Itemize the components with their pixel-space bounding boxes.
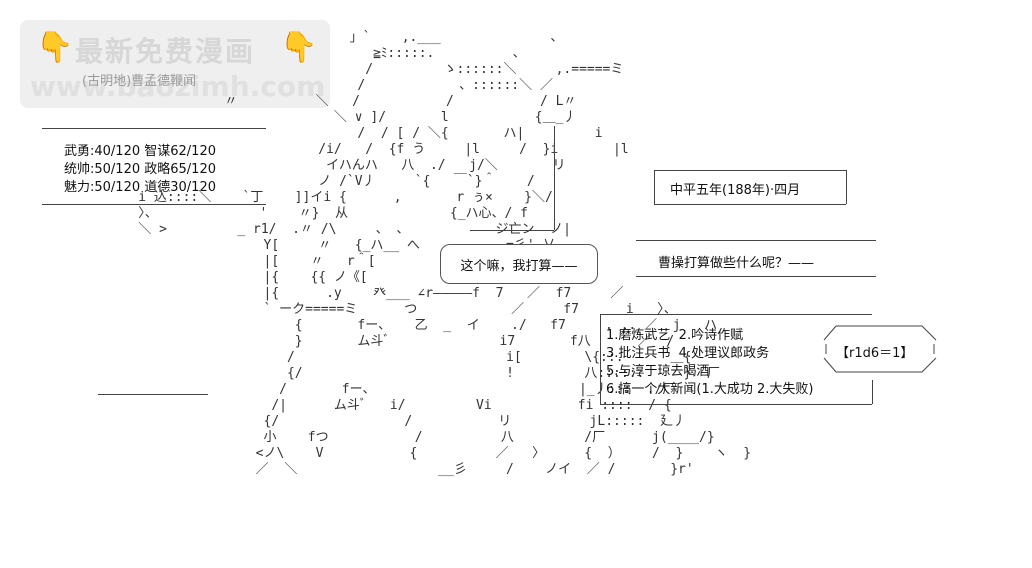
date-label: 中平五年(188年)·四月: [670, 183, 801, 198]
ascii-art-line: {/ / リ jL::::: 廴丿: [60, 414, 686, 429]
ascii-art-line: / 、::::::＼ ／: [60, 78, 553, 93]
ascii-art-line: イハんハ 八 ./ j/＼ リ: [60, 158, 566, 173]
ascii-art-line: i 込::::＼ `丁 ]]イi { , r ぅ× }＼/: [60, 190, 553, 205]
divider: [600, 404, 872, 405]
page-subtitle: (古明地)曹孟德鞭闻: [82, 74, 197, 89]
choice-item: 5.与淳于琼去喝酒: [606, 364, 710, 379]
divider: [600, 314, 872, 315]
divider: [654, 170, 846, 171]
ascii-art-line: <ノ\ V { ／ 〉 { ） / } ヽ }: [60, 446, 752, 461]
ascii-art-line: ≧ﾐ:::::. 、: [60, 46, 526, 61]
ascii-art-line: } ム斗ﾞ i7 f八 ／ /: [60, 334, 675, 349]
ascii-art-line: / fー、 |_丿::: ./厂: [60, 382, 676, 397]
divider: [872, 380, 873, 404]
ascii-art-line: |{ .y 癶___ ∠r―――――f 7 ／ f7 ／: [60, 286, 624, 301]
ascii-art-line: ` ーク=====ミ つ ／ f7 i 〉、: [60, 302, 677, 317]
dice-result: 【r1d6＝1】: [836, 346, 914, 361]
dice-frame: [823, 325, 937, 373]
watermark-panel: [20, 20, 330, 108]
speech-bubble: 这个嘛，我打算——: [440, 244, 598, 284]
ascii-art-line: ＼ ∨ ]/ l {＿_丿: [60, 110, 577, 125]
watermark-title: 最新免费漫画: [75, 35, 256, 68]
ascii-art-line: / / [ / ＼{ ハ| i: [60, 126, 603, 141]
divider: [470, 230, 554, 231]
speech-text: 这个嘛，我打算——: [460, 258, 578, 274]
divider: [42, 204, 266, 205]
stat-line-1: 武勇:40/120 智谋62/120: [64, 144, 216, 159]
ascii-art-line: 小 fつ / 八 /厂 j(____/}: [60, 430, 715, 445]
divider: [654, 170, 655, 204]
pointing-hand-icon: 👇: [36, 30, 74, 65]
choice-item: 3.批注兵书 4.处理议郎政务: [606, 346, 770, 361]
divider: [98, 394, 208, 395]
divider: [636, 240, 876, 241]
divider: [554, 126, 555, 230]
ascii-art-line: / i[ \{::. ＿{: [60, 350, 692, 365]
stat-line-3: 魅力:50/120 道德30/120: [64, 180, 216, 195]
ascii-art-line: 〃 ＼ / / / L〃: [60, 94, 577, 109]
divider: [654, 204, 846, 205]
ascii-art-line: 」` ,.___ 、: [60, 30, 564, 45]
ascii-art-line: {/ ! 八:::::. } 厂: [60, 366, 720, 381]
ascii-art-line: / ゝ::::::＼ ,.=====ミ: [60, 62, 624, 77]
ascii-art-line: ＼ > _ r1/ .〃 /\ 、 、 ジ亡ン ノ|: [60, 222, 571, 237]
ascii-art-line: Y[ 〃 {_ハ__ へ =彡' 乂: [60, 238, 556, 253]
ascii-art-line: ／ ＼ __彡 / ノイ ／ / }r': [60, 462, 694, 477]
divider: [846, 170, 847, 204]
ascii-art-line: /| ム斗ﾞ i/ Vi fi :::: / {: [60, 398, 672, 413]
watermark-url: www.baozimh.com: [30, 70, 326, 103]
choice-item: 1.磨炼武艺 2.吟诗作赋: [606, 328, 744, 343]
ascii-art-figure: 」` ,.___ 、 ≧ﾐ:::::. 、 / ゝ::::::＼ ,.=====…: [60, 30, 751, 478]
pointing-hand-icon: 👇: [280, 30, 318, 65]
ascii-art-line: /i/ / {f う |l / }i |l: [60, 142, 629, 157]
choice-item: 6.搞一个大新闻(1.大成功 2.大失败): [606, 382, 814, 397]
divider: [42, 128, 266, 129]
ascii-art-line: |[ 〃 r＾[ r7ー ィ< ／: [60, 254, 556, 269]
divider: [600, 314, 601, 404]
ascii-art-line: { fー、 乙 _ イ ./ f7 . ,. ／ j ハ: [60, 318, 718, 333]
question-text: 曹操打算做些什么呢？——: [658, 256, 815, 271]
divider: [636, 276, 876, 277]
ascii-art-line: ノ /`V丿 `{ ￣`}＾ /: [60, 174, 535, 189]
choice-list: 1.磨炼武艺 2.吟诗作赋 3.批注兵书 4.处理议郎政务 5.与淳于琼去喝酒 …: [600, 318, 872, 404]
stat-line-2: 统帅:50/120 政略65/120: [64, 162, 216, 177]
ascii-art-line: |{ {{ ノ《[ ,ノ 〉 ／ ￣\. ／: [60, 270, 590, 285]
ascii-art-line: 〉、 ' 〃} 从 {_ハ心、/ f: [60, 206, 529, 221]
